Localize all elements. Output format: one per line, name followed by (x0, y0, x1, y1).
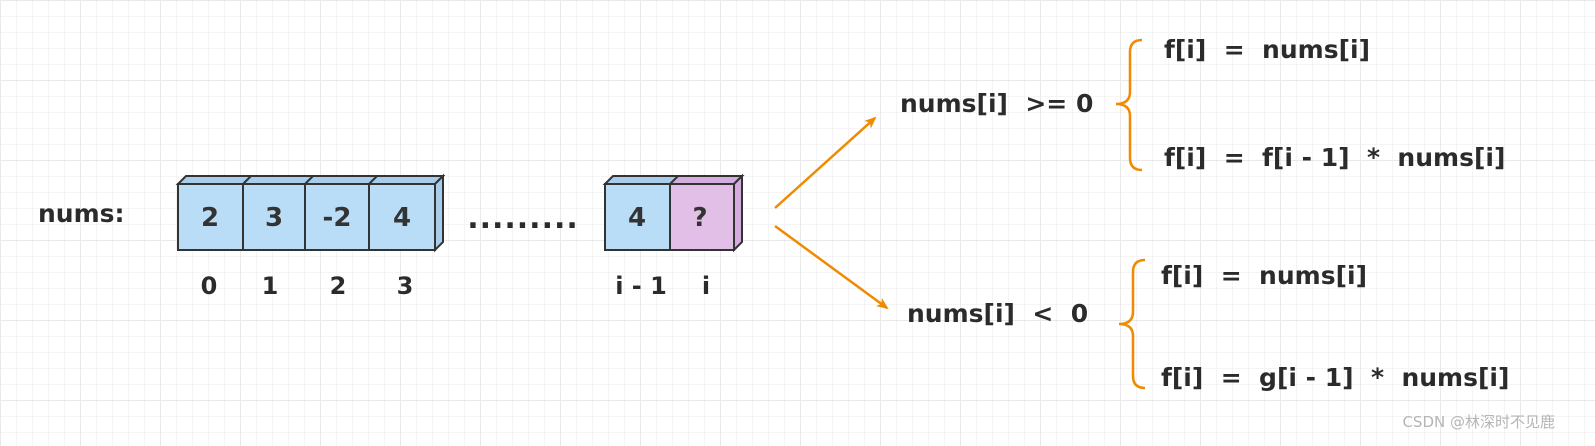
cell-index-1: 1 (262, 272, 279, 300)
lower-brace (1118, 258, 1146, 390)
upper-brace (1115, 38, 1143, 172)
array-side-face (434, 173, 444, 253)
arrow-lower (774, 224, 889, 310)
cell-index-i-minus-1: i - 1 (615, 272, 667, 300)
cell-index-0: 0 (201, 272, 218, 300)
cell-index-2: 2 (330, 272, 347, 300)
upper-condition: nums[i] >= 0 (900, 89, 1093, 118)
array-ellipsis: ......... (467, 201, 579, 236)
upper-case-b: f[i] = f[i - 1] * nums[i] (1164, 143, 1505, 172)
upper-case-a: f[i] = nums[i] (1164, 35, 1370, 64)
array-cell-0 (177, 183, 244, 251)
array-block-end: 4 ? i - 1 i (602, 173, 745, 300)
array-cell-3 (368, 183, 436, 251)
lower-case-a: f[i] = nums[i] (1161, 261, 1367, 290)
nums-label: nums: (38, 199, 125, 228)
array-block-start: 2 3 -2 4 0 1 2 3 (175, 173, 446, 300)
highlight-top-face (667, 175, 745, 185)
array-cell-i (669, 183, 735, 251)
cell-value-i-minus-1: 4 (628, 203, 646, 233)
cell-value-0: 2 (201, 203, 219, 233)
array-cell-i-minus-1 (604, 183, 671, 251)
csdn-watermark: CSDN @林深时不见鹿 (1402, 413, 1555, 431)
cell-value-2: -2 (323, 203, 352, 233)
array-cell-2 (304, 183, 370, 251)
cell-value-i: ? (692, 203, 707, 233)
lower-condition: nums[i] < 0 (907, 299, 1088, 328)
highlight-side-face (733, 173, 743, 253)
cell-value-1: 3 (265, 203, 283, 233)
arrow-upper (774, 116, 877, 209)
cell-index-3: 3 (397, 272, 414, 300)
cell-index-i: i (702, 272, 710, 300)
cell-value-3: 4 (393, 203, 411, 233)
lower-case-b: f[i] = g[i - 1] * nums[i] (1161, 363, 1509, 392)
